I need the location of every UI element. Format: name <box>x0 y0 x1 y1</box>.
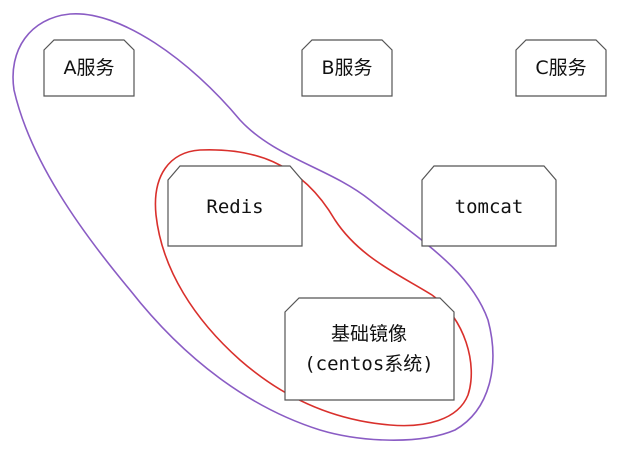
redis-label: Redis <box>206 196 263 218</box>
a-service-label: A服务 <box>64 57 115 79</box>
tomcat-node: tomcat <box>421 165 557 247</box>
c-service-label: C服务 <box>535 57 586 79</box>
outer-group-outline <box>12 13 494 441</box>
b-service-label: B服务 <box>321 57 372 79</box>
base-image-node: 基础镜像 (centos系统) <box>284 297 455 401</box>
c-service-box <box>515 39 607 97</box>
base-image-label-line2: (centos系统) <box>304 353 434 375</box>
tomcat-box <box>421 165 557 247</box>
b-service-box <box>301 39 393 97</box>
base-image-label-line1: 基础镜像 <box>331 323 407 345</box>
inner-group-outline <box>154 148 472 427</box>
c-service-node: C服务 <box>515 39 607 97</box>
base-image-box <box>284 297 455 401</box>
tomcat-label: tomcat <box>455 196 524 218</box>
a-service-box <box>43 39 135 97</box>
redis-box <box>167 165 303 247</box>
a-service-node: A服务 <box>43 39 135 97</box>
b-service-node: B服务 <box>301 39 393 97</box>
redis-node: Redis <box>167 165 303 247</box>
